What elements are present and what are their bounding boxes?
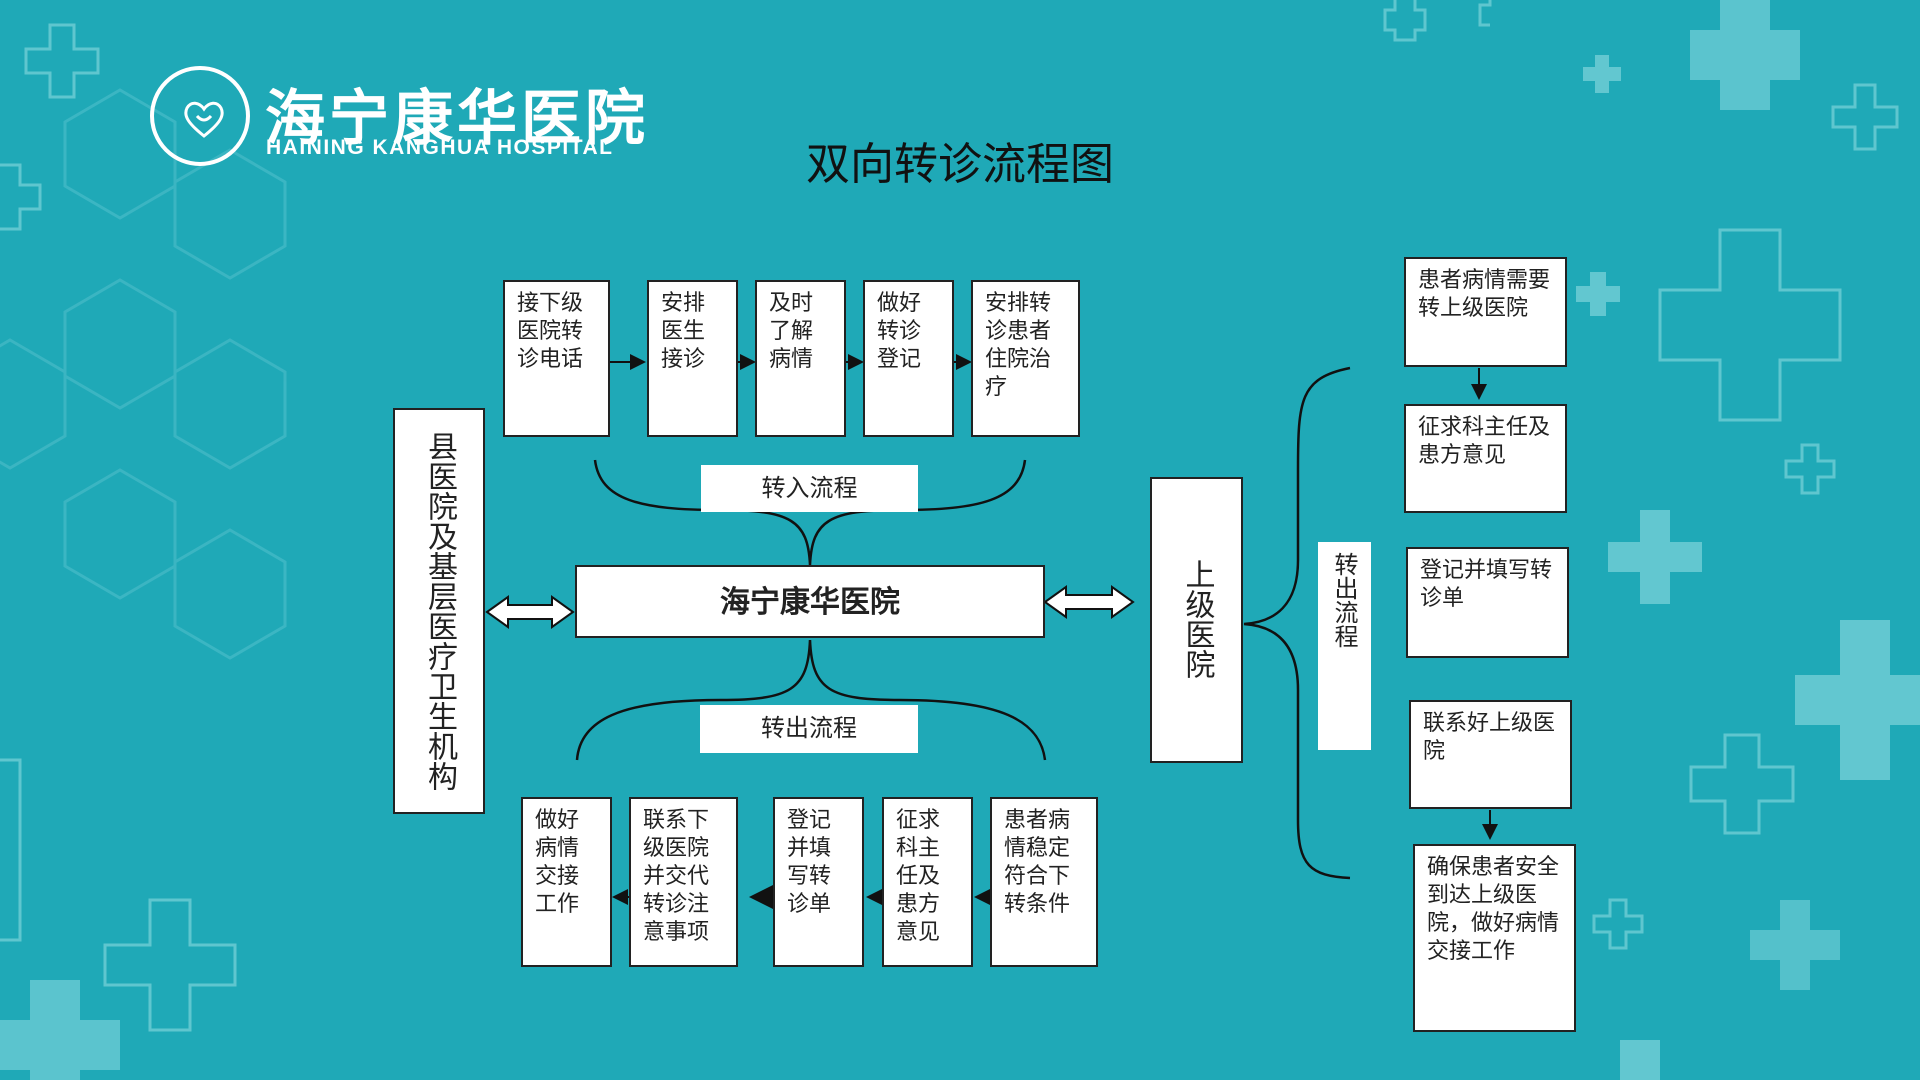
transfer-out-upper-label: 转出流程 [1318,542,1371,750]
transfer-in-step-4: 做好转诊登记 [863,280,954,437]
transfer-in-step-3: 及时了解病情 [755,280,846,437]
page-title: 双向转诊流程图 [806,139,1114,190]
transfer-out-upper-step-1: 患者病情需要转上级医院 [1404,257,1567,367]
transfer-in-step-1: 接下级医院转诊电话 [503,280,610,437]
logo-name-en: HAINING KANGHUA HOSPITAL [266,136,614,159]
transfer-out-upper-step-3: 登记并填写转诊单 [1406,547,1569,658]
upper-hospital-box: 上级医院 [1150,477,1243,763]
transfer-out-lower-step-3: 登记并填写转诊单 [773,797,864,967]
transfer-out-upper-step-4: 联系好上级医院 [1409,700,1572,809]
transfer-in-label: 转入流程 [701,465,918,512]
transfer-out-upper-step-2: 征求科主任及患方意见 [1404,404,1567,513]
transfer-out-lower-step-2: 征求科主任及患方意见 [882,797,973,967]
logo-name-cn: 海宁康华医院 [265,84,649,154]
center-hospital-box: 海宁康华医院 [575,565,1045,638]
logo-badge-icon [150,66,250,166]
transfer-out-lower-step-5: 做好病情交接工作 [521,797,612,967]
lower-institution-box: 县医院及基层医疗卫生机构 [393,408,485,814]
upper-hospital-label: 上级医院 [1179,559,1215,679]
transfer-out-label: 转出流程 [700,705,918,753]
transfer-in-step-5: 安排转诊患者住院治疗 [971,280,1080,437]
heart-icon [184,101,224,138]
transfer-out-lower-step-1: 患者病情稳定符合下转条件 [990,797,1098,967]
transfer-out-upper-step-5: 确保患者安全到达上级医院，做好病情交接工作 [1413,844,1576,1032]
transfer-out-upper-label-text: 转出流程 [1330,552,1358,648]
transfer-out-lower-step-4: 联系下级医院并交代转诊注意事项 [629,797,738,967]
lower-institution-label: 县医院及基层医疗卫生机构 [422,431,457,791]
transfer-in-step-2: 安排医生接诊 [647,280,738,437]
